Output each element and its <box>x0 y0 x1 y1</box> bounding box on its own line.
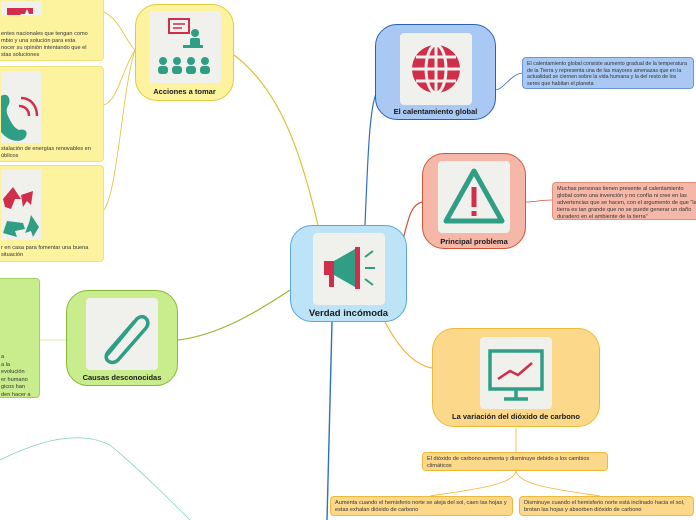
note-dioxido: El dióxido de carbono aumenta y disminuy… <box>422 452 608 471</box>
acciones-note-2-text: stalación de energías renovables en úbli… <box>1 146 91 159</box>
acciones-subnode-1[interactable]: entes nacionales que tengan como mbio y … <box>0 0 104 61</box>
paperclip-icon <box>86 298 158 370</box>
note-dioxido-aumenta: Aumenta cuando el hemisferio norte se al… <box>330 496 513 516</box>
line-chart-icon <box>480 337 552 409</box>
node-dioxido-label: La variación del dióxido de carbono <box>452 412 580 421</box>
award-icon <box>1 1 41 15</box>
globe-icon <box>399 33 472 105</box>
node-dioxido-carbono[interactable]: La variación del dióxido de carbono <box>432 328 600 427</box>
node-problema-label: Principal problema <box>440 237 508 246</box>
megaphone-icon <box>312 233 385 305</box>
node-causas-label: Causas desconocidas <box>82 373 162 382</box>
warning-icon <box>438 161 510 233</box>
node-calentamiento-global[interactable]: El calentamiento global <box>375 24 496 120</box>
acciones-note-1-text: entes nacionales que tengan como mbio y … <box>1 31 88 58</box>
note-calentamiento: El calentamiento global consiste aumento… <box>522 57 694 89</box>
note-problema: Muchas personas tienen presente al calen… <box>552 182 696 220</box>
node-acciones-tomar[interactable]: Acciones a tomar <box>135 4 234 101</box>
acciones-subnode-2[interactable]: stalación de energías renovables en úbli… <box>0 66 104 162</box>
phone-icon <box>1 71 41 143</box>
node-causas-desconocidas[interactable]: Causas desconocidas <box>66 290 178 386</box>
acciones-note-3-text: r en casa para fomentar una buena situac… <box>1 245 89 258</box>
central-topic-label: Verdad incómoda <box>308 308 389 319</box>
central-topic-node[interactable]: Verdad incómoda <box>290 225 407 322</box>
note-dioxido-disminuye: Disminuye cuando el hemisferio norte est… <box>519 496 694 516</box>
node-calentamiento-label: El calentamiento global <box>393 107 478 116</box>
presentation-audience-icon <box>148 11 221 83</box>
note-causas: a a la evolución er humano gicos han den… <box>0 278 40 398</box>
node-acciones-label: Acciones a tomar <box>153 87 216 96</box>
node-principal-problema[interactable]: Principal problema <box>422 153 526 249</box>
recycle-icon <box>1 170 41 240</box>
acciones-subnode-3[interactable]: r en casa para fomentar una buena situac… <box>0 165 104 262</box>
